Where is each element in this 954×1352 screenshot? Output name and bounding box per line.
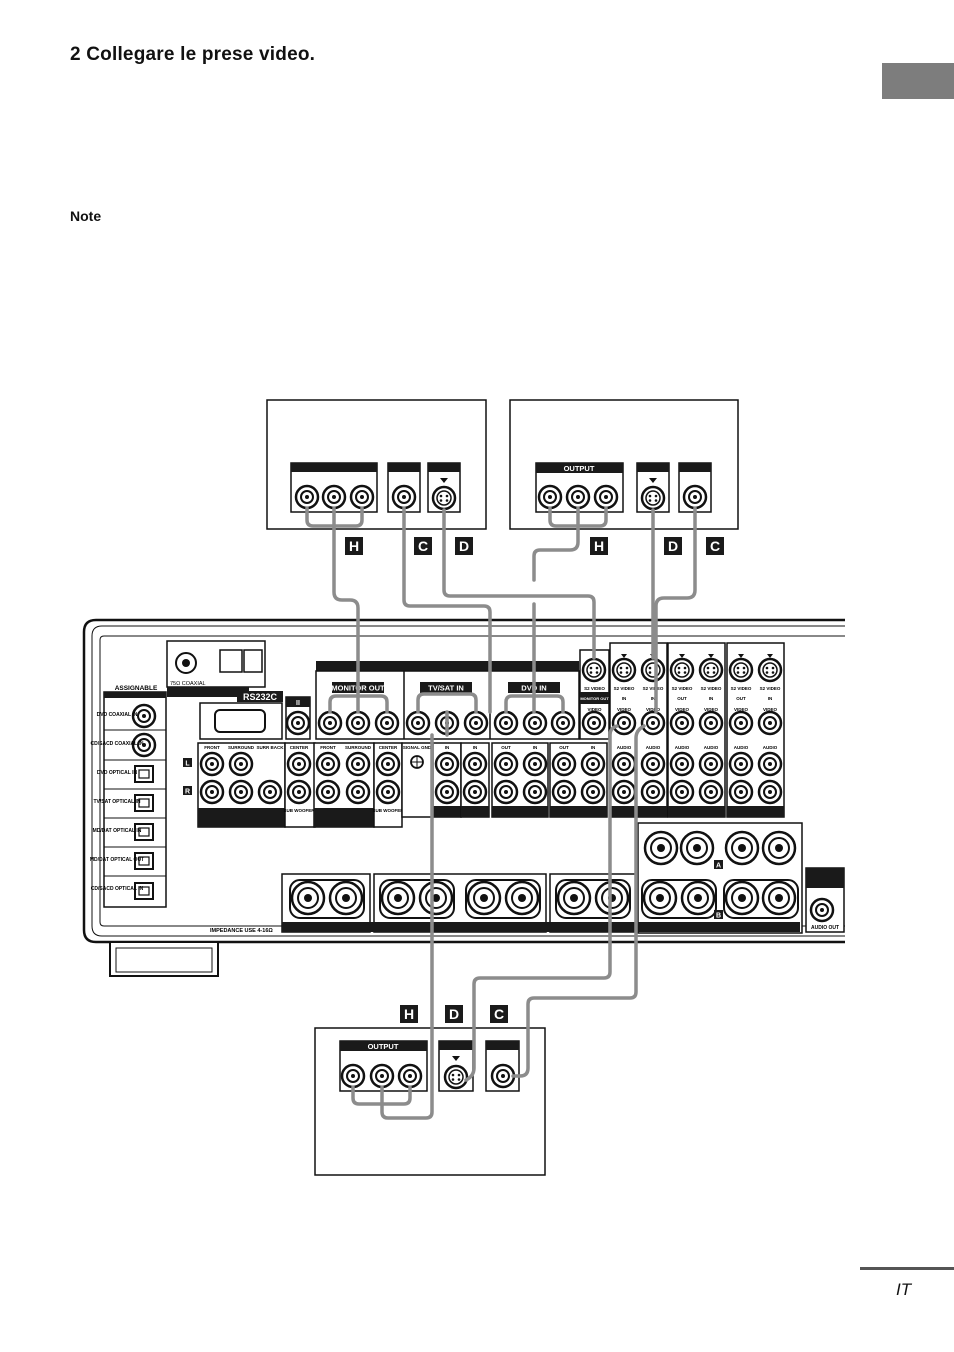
receiver-rear-panel: 75Ω COAXIAL RS232C II ASSIGNABLE — [82, 618, 845, 977]
note-heading: Note — [70, 208, 102, 224]
s2-col2: S2 VIDEO — [643, 686, 664, 691]
device-top-right: OUTPUT — [509, 399, 739, 530]
language-code: IT — [896, 1280, 912, 1299]
s2-col6: S2 VIDEO — [760, 686, 781, 691]
video-col4: VIDEO — [704, 707, 719, 712]
cables — [305, 506, 697, 1120]
footer-rule — [860, 1267, 954, 1270]
input-label-1: CD/SACD COAXIAL IN — [91, 741, 144, 747]
audio-col3: AUDIO — [675, 745, 690, 750]
audio-in-4: IN — [591, 745, 596, 750]
audio-col2: AUDIO — [646, 745, 661, 750]
io-col4: IN — [709, 696, 714, 701]
input-label-2: DVD OPTICAL IN — [97, 770, 138, 776]
io-col5: OUT — [736, 696, 746, 701]
signal-gnd-label: SIGNAL GND — [403, 745, 432, 750]
s2-monitor: S2 VIDEO — [584, 686, 605, 691]
spk-surround-1: SURROUND — [228, 745, 255, 750]
speaker-A: A — [716, 863, 721, 870]
input-label-0: DVD COAXIAL IN — [97, 712, 138, 718]
audio-col5: AUDIO — [734, 745, 749, 750]
label-top-left-H: H — [349, 538, 359, 554]
video-col5: VIDEO — [734, 707, 749, 712]
monitor-out-small-label: MONITOR OUT — [580, 696, 609, 701]
rs232c-label: RS232C — [243, 692, 278, 702]
top-right-output-label: OUTPUT — [564, 464, 595, 473]
s2-col3: S2 VIDEO — [672, 686, 693, 691]
channel-L: L — [185, 761, 190, 768]
speaker-B: B — [716, 913, 721, 920]
spk-surround-2: SURROUND — [345, 745, 372, 750]
io-col6: IN — [768, 696, 773, 701]
spk-front-2: FRONT — [320, 745, 336, 750]
video-col3: VIDEO — [675, 707, 690, 712]
tvsat-in-label: TV/SAT IN — [428, 684, 464, 693]
audio-col6: AUDIO — [763, 745, 778, 750]
device-top-left — [266, 399, 487, 530]
coaxial-label: 75Ω COAXIAL — [170, 681, 206, 687]
audio-in-2: IN — [473, 745, 478, 750]
input-label-6: CD/SACD OPTICAL IN — [91, 886, 144, 892]
cable-labels: H C D H D C H D C — [345, 537, 724, 1023]
io-col1: IN — [622, 696, 627, 701]
impedance-label: IMPEDANCE USE 4-16Ω — [210, 928, 273, 934]
s2-col5: S2 VIDEO — [731, 686, 752, 691]
video-monitor: VIDEO — [587, 707, 602, 712]
input-label-3: TV/SAT OPTICAL IN — [93, 799, 140, 805]
label-bottom-D: D — [449, 1006, 459, 1022]
io-col2: IN — [651, 696, 656, 701]
spk-center-2: CENTER — [379, 745, 398, 750]
audio-col1: AUDIO — [617, 745, 632, 750]
audio-out-4: OUT — [559, 745, 569, 750]
audio-in-3: IN — [533, 745, 538, 750]
label-top-right-C: C — [710, 538, 720, 554]
spk-center-1: CENTER — [290, 745, 309, 750]
label-top-left-D: D — [459, 538, 469, 554]
label-top-left-C: C — [418, 538, 428, 554]
audio-out-3: OUT — [501, 745, 511, 750]
svg-text:II: II — [296, 700, 300, 707]
audio-out-label: AUDIO OUT — [811, 925, 839, 931]
io-col3: OUT — [677, 696, 687, 701]
label-bottom-C: C — [494, 1006, 504, 1022]
label-top-right-D: D — [668, 538, 678, 554]
s2-col4: S2 VIDEO — [701, 686, 722, 691]
audio-in-1: IN — [445, 745, 450, 750]
label-bottom-H: H — [404, 1006, 414, 1022]
video-col1: VIDEO — [617, 707, 632, 712]
device-bottom: OUTPUT — [314, 1027, 546, 1176]
s2-col1: S2 VIDEO — [614, 686, 635, 691]
section-tab — [882, 63, 954, 99]
channel-R: R — [185, 789, 190, 796]
video-col2: VIDEO — [646, 707, 661, 712]
input-label-4: MD/DAT OPTICAL IN — [93, 828, 142, 834]
spk-surrback-1: SURR BACK — [257, 745, 285, 750]
sub-woofer-2: SUB WOOFER — [373, 808, 405, 813]
spk-front-1: FRONT — [204, 745, 220, 750]
bottom-output-label: OUTPUT — [368, 1042, 399, 1051]
audio-col4: AUDIO — [704, 745, 719, 750]
label-top-right-H: H — [594, 538, 604, 554]
assignable-label: ASSIGNABLE — [115, 685, 158, 692]
step-heading: 2 Collegare le prese video. — [70, 44, 316, 65]
sub-woofer-1: SUB WOOFER — [284, 808, 316, 813]
video-col6: VIDEO — [763, 707, 778, 712]
input-label-5: MD/DAT OPTICAL OUT — [90, 857, 144, 863]
